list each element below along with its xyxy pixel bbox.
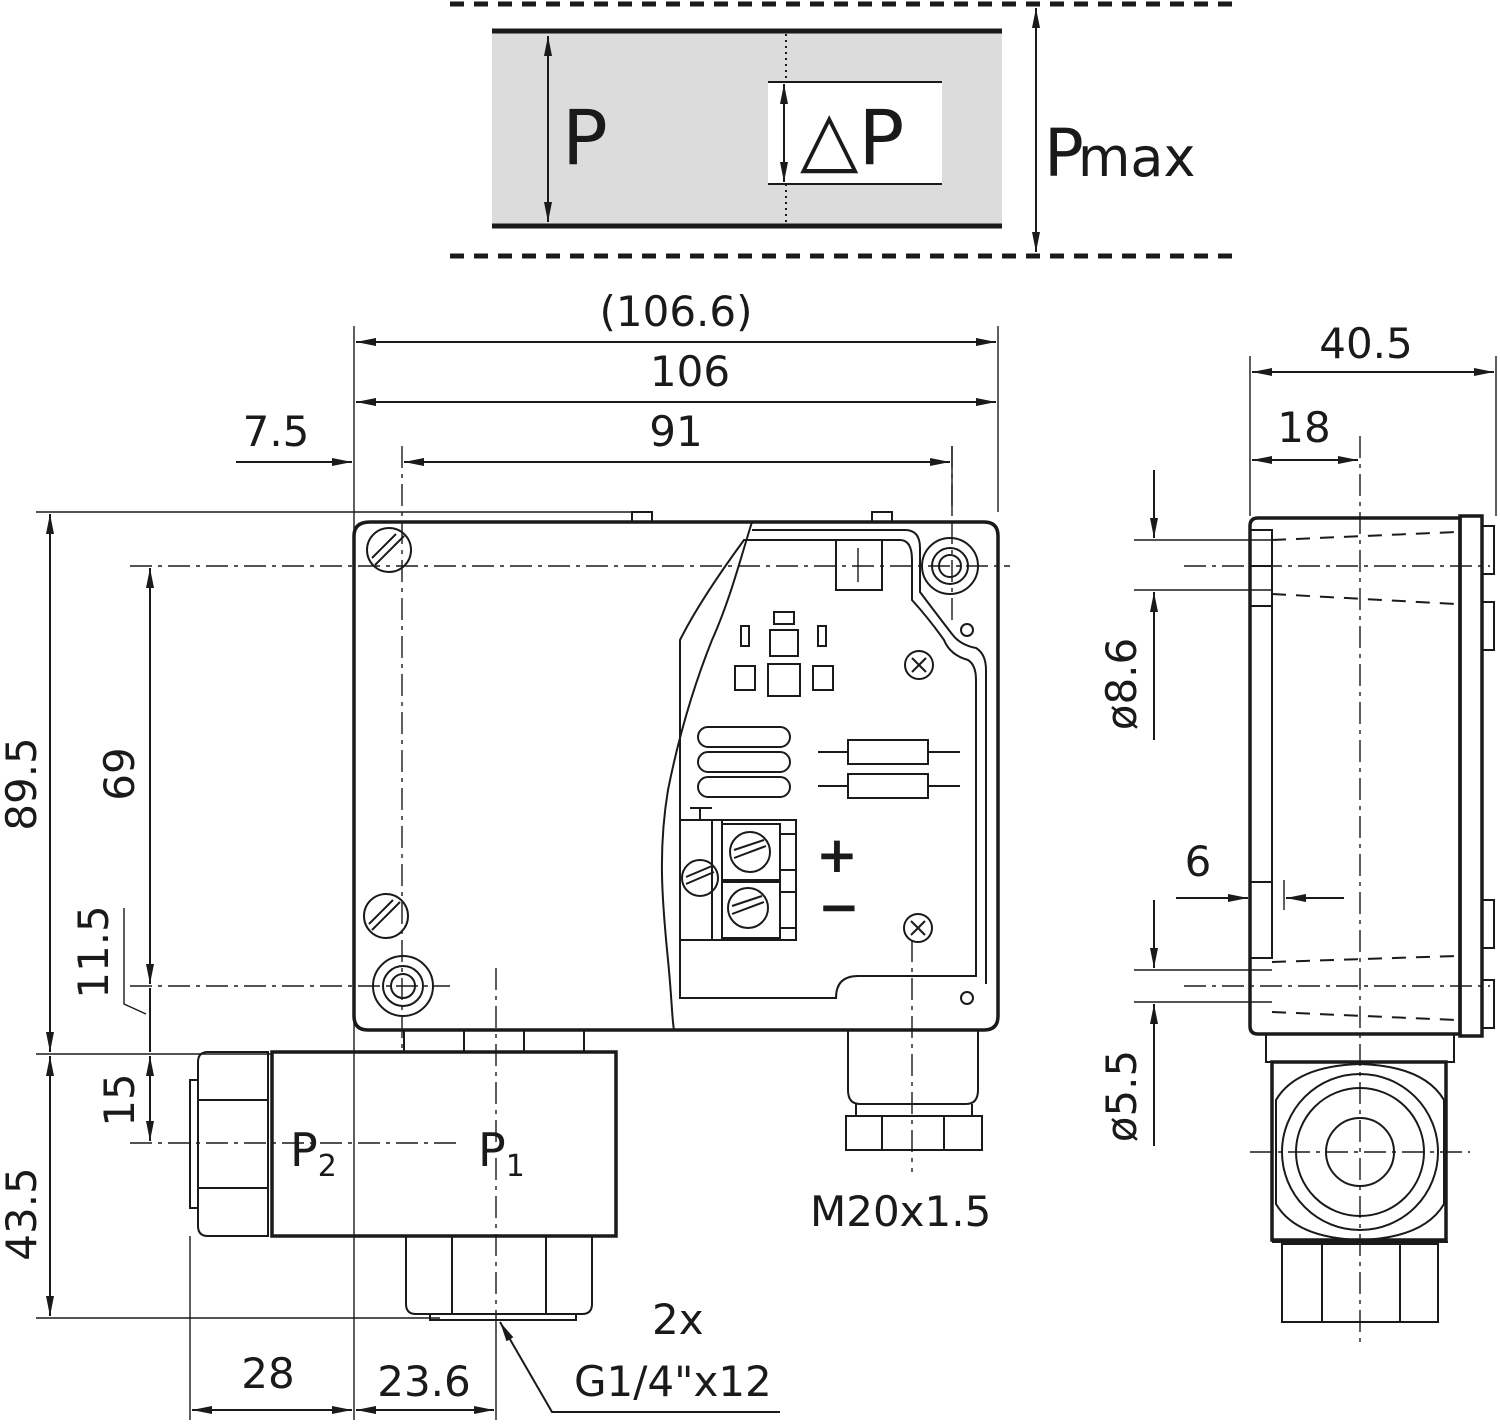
- dim-base-height: 43.5: [0, 1167, 46, 1261]
- cable-gland: [845, 1030, 983, 1151]
- front-dimensions: (106.6) 106 91 7.5 89.5 69 11.5 15 43.5 …: [0, 287, 999, 1420]
- port-p2-label: P2: [290, 1123, 337, 1184]
- dim-hole-dia-large: ø8.6: [1097, 638, 1146, 731]
- front-view: + − P2 P1: [130, 446, 1010, 1330]
- terminal-plus: +: [816, 826, 858, 884]
- dim-overall-width-ref: (106.6): [599, 287, 752, 336]
- terminal-block: [679, 807, 797, 941]
- dim-offset: 7.5: [243, 407, 310, 456]
- circuit-board: [697, 611, 960, 943]
- dim-port-p2-offset: 28: [241, 1349, 294, 1398]
- dim-port-offset: 15: [95, 1073, 144, 1126]
- pmax-label: Pmax: [1044, 115, 1195, 192]
- terminal-minus: −: [818, 878, 860, 936]
- pressure-diagram: P △P Pmax: [450, 1, 1242, 259]
- screw-top-left: [366, 527, 412, 573]
- dim-side-step: 6: [1185, 837, 1212, 886]
- dim-height: 89.5: [0, 737, 46, 831]
- side-view: [1184, 436, 1495, 1344]
- thread-spec-label: G1/4"x12: [574, 1357, 772, 1406]
- port-block: [189, 1050, 618, 1321]
- dim-hole-spacing: 91: [649, 407, 702, 456]
- side-dimensions: 40.5 18 ø8.6 6 ø5.5: [1097, 319, 1497, 1146]
- screw-bottom-left: [363, 893, 409, 939]
- dim-port-p1-offset: 23.6: [377, 1357, 471, 1406]
- dim-bottom-hole-offset: 11.5: [69, 905, 118, 999]
- delta-p-label: △P: [800, 93, 904, 182]
- p-label: P: [562, 93, 608, 182]
- dim-hole-vertical: 69: [95, 747, 144, 800]
- thread-count-label: 2x: [652, 1295, 704, 1344]
- port-p1-label: P1: [478, 1123, 525, 1184]
- cable-gland-label: M20x1.5: [810, 1187, 991, 1236]
- dim-side-depth: 40.5: [1319, 319, 1413, 368]
- dim-hole-dia-small: ø5.5: [1097, 1050, 1146, 1143]
- dim-width: 106: [650, 347, 730, 396]
- dim-side-hole-offset: 18: [1277, 403, 1330, 452]
